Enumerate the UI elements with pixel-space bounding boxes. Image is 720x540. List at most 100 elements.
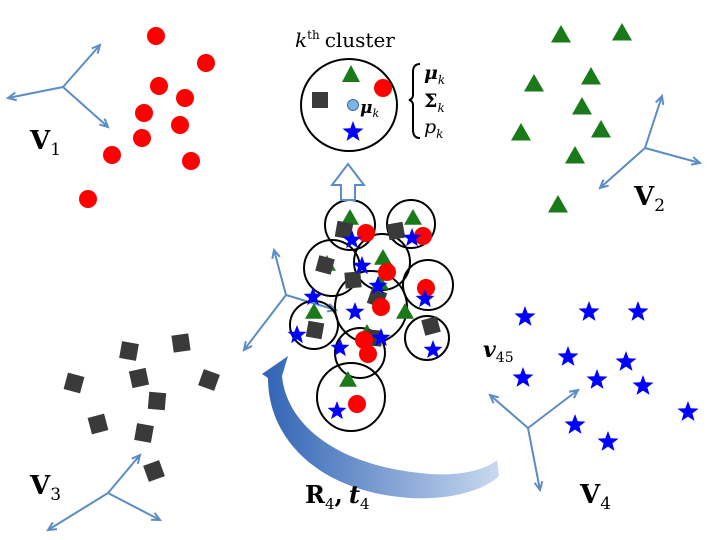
red-circle xyxy=(147,27,165,45)
axis-arrowhead xyxy=(91,43,102,54)
gray-square xyxy=(305,320,325,340)
green-triangle xyxy=(341,209,359,225)
green-triangle xyxy=(396,303,414,319)
cluster-star xyxy=(342,121,364,141)
param-sigma: Σk xyxy=(424,90,445,115)
axes-layer xyxy=(5,43,703,532)
axis-arrowhead xyxy=(488,393,499,404)
gray-square xyxy=(119,341,139,361)
blue-star xyxy=(342,121,364,141)
gray-square xyxy=(171,333,191,353)
red-circle xyxy=(357,224,375,242)
red-circle xyxy=(79,190,97,208)
axis-line xyxy=(527,427,541,491)
green-triangle xyxy=(511,123,531,141)
green-triangle xyxy=(591,120,611,138)
axis-line xyxy=(644,95,663,149)
axis-arrowhead xyxy=(150,512,163,522)
green-triangle xyxy=(524,74,544,92)
cluster-triangle xyxy=(342,65,360,82)
axis-line xyxy=(47,492,109,531)
green-triangle xyxy=(572,97,592,115)
blue-star xyxy=(557,346,579,366)
red-circle xyxy=(176,89,194,107)
green-triangle xyxy=(565,146,585,164)
axis-arrowhead xyxy=(131,453,142,464)
red-circle xyxy=(372,298,390,316)
v4-blue-stars xyxy=(512,301,699,451)
red-circle xyxy=(150,77,168,95)
cluster-circle xyxy=(316,362,386,432)
axis-frame-icon xyxy=(46,453,163,532)
axis-line xyxy=(489,394,529,429)
red-circle xyxy=(133,129,151,147)
blue-star xyxy=(514,306,536,326)
kth-cluster-ellipse xyxy=(300,58,398,152)
axis-line xyxy=(7,86,64,99)
blue-star xyxy=(327,401,347,420)
axis-arrowhead xyxy=(568,388,580,399)
axis-arrowhead xyxy=(598,179,609,190)
gray-square xyxy=(198,369,220,391)
blue-star xyxy=(371,328,391,347)
param-mu: μk xyxy=(424,62,445,87)
green-triangle xyxy=(612,23,632,41)
axis-line xyxy=(107,492,161,521)
axis-line xyxy=(273,249,287,296)
green-triangle xyxy=(581,67,601,85)
axis-line xyxy=(527,389,579,429)
blue-star xyxy=(627,301,649,321)
v45-label: v45 xyxy=(483,337,514,366)
red-circle xyxy=(414,227,432,245)
blue-star xyxy=(586,369,608,389)
view-label-v4: V4 xyxy=(579,480,611,514)
axis-frame-icon xyxy=(488,388,580,493)
axis-arrowhead xyxy=(5,91,17,102)
red-circle xyxy=(135,104,153,122)
red-circle xyxy=(348,395,366,413)
green-triangle xyxy=(551,25,571,43)
axis-arrowhead xyxy=(690,156,703,166)
view-label-v3: V3 xyxy=(29,471,61,505)
gray-square xyxy=(147,391,167,411)
cluster-circle xyxy=(386,199,436,249)
cluster-center-dot xyxy=(347,99,359,111)
axis-line xyxy=(644,147,701,164)
blue-star xyxy=(345,302,365,321)
gray-square xyxy=(344,271,362,289)
red-circle xyxy=(378,263,396,281)
gray-square xyxy=(63,372,85,394)
red-circle xyxy=(359,345,377,363)
axis-line xyxy=(107,454,141,494)
red-circle xyxy=(355,331,373,349)
gray-square xyxy=(334,220,354,240)
blue-star xyxy=(615,351,637,371)
blue-star xyxy=(303,287,323,306)
hollow-up-arrow-icon xyxy=(329,162,367,201)
axis-frame-icon xyxy=(5,43,110,129)
red-circle xyxy=(197,54,215,72)
blue-star xyxy=(632,375,654,395)
blue-star xyxy=(352,256,372,275)
gray-square xyxy=(87,413,109,435)
axis-arrowhead xyxy=(99,118,110,129)
blue-star xyxy=(402,228,422,247)
green-triangle xyxy=(305,303,323,319)
green-triangle xyxy=(339,371,357,387)
axis-arrowhead xyxy=(271,247,281,260)
blue-star xyxy=(330,338,350,357)
cluster-circle xyxy=(404,315,450,361)
green-triangle xyxy=(404,209,422,225)
axis-frame-icon xyxy=(598,93,703,190)
params-bracket xyxy=(408,63,421,139)
gray-square xyxy=(421,316,441,336)
gray-square xyxy=(315,255,335,275)
blue-star xyxy=(597,431,619,451)
blue-star xyxy=(677,401,699,421)
axis-arrowhead xyxy=(46,521,58,532)
gray-square xyxy=(128,367,150,389)
axis-line xyxy=(599,147,646,189)
gray-square xyxy=(134,423,154,443)
